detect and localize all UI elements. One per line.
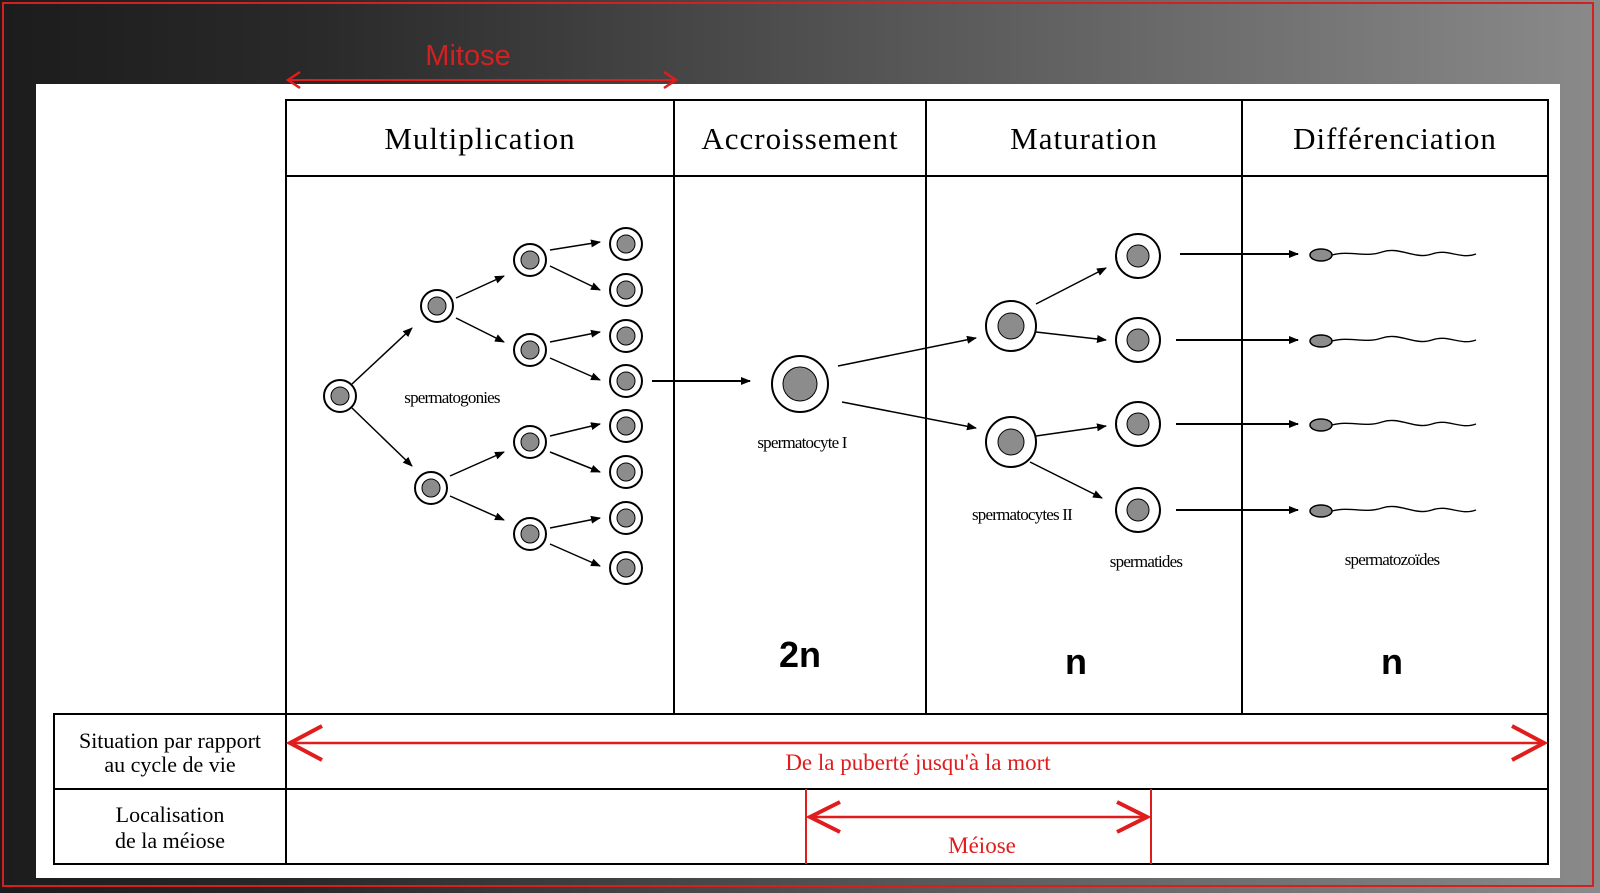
column-header-maturation: Maturation <box>1010 121 1158 156</box>
row-label-situation-line1: Situation par rapport <box>79 728 261 753</box>
spermatozoid-4 <box>1309 504 1477 518</box>
cell-spermatide-4 <box>1115 487 1161 533</box>
arrows-to-spermatocytes-2 <box>837 335 977 431</box>
mitose-arrow-left-head <box>285 70 301 90</box>
mitose-arrow-right-head <box>663 70 679 90</box>
meiose-bracket <box>805 789 1152 864</box>
cell-spermatide-1 <box>1115 233 1161 279</box>
spermatozoid-3 <box>1309 418 1477 432</box>
cell-spermatogonie-l2-2 <box>513 333 547 367</box>
column-header-multiplication: Multiplication <box>384 121 575 156</box>
cell-spermatogonie-l2-4 <box>513 517 547 551</box>
meiose-value: Méiose <box>948 833 1016 858</box>
ploidy-maturation: n <box>1065 641 1087 682</box>
cell-spermatogonie-l1-top <box>420 289 454 323</box>
cell-spermatogonie-l3-7 <box>609 501 643 535</box>
ploidy-accroissement: 2n <box>779 634 821 675</box>
label-spermatogonies: spermatogonies <box>404 388 500 407</box>
label-spermatozoides: spermatozoïdes <box>1345 550 1440 569</box>
diagram-panel <box>36 84 1560 878</box>
label-spermatides: spermatides <box>1110 552 1183 571</box>
cell-spermatogonie-l3-5 <box>609 409 643 443</box>
column-header-accroissement: Accroissement <box>701 121 898 156</box>
cell-spermatogonie-l3-2 <box>609 273 643 307</box>
cell-spermatocyte-2-top <box>985 300 1037 352</box>
cell-spermatogonie-l2-1 <box>513 243 547 277</box>
cell-spermatogonie-l3-6 <box>609 455 643 489</box>
label-spermatocytes-2: spermatocytes II <box>972 505 1073 524</box>
row-label-localisation-line1: Localisation <box>116 802 225 827</box>
cell-spermatide-2 <box>1115 317 1161 363</box>
cell-spermatogonie-root <box>323 379 357 413</box>
table-grid <box>53 99 1549 865</box>
ploidy-differenciation: n <box>1381 641 1403 682</box>
spermatozoid-1 <box>1309 248 1477 262</box>
cell-spermatogonie-l3-4 <box>609 364 643 398</box>
cell-spermatocyte-2-bottom <box>985 416 1037 468</box>
label-spermatocyte-1: spermatocyte I <box>757 433 847 452</box>
row-label-localisation-line2: de la méiose <box>115 828 225 853</box>
cell-spermatogonie-l3-1 <box>609 227 643 261</box>
cell-spermatocyte-1 <box>771 355 829 413</box>
cell-spermatogonie-l1-bottom <box>414 471 448 505</box>
cell-spermatogonie-l3-8 <box>609 551 643 585</box>
column-header-differenciation: Différenciation <box>1293 121 1497 156</box>
row-label-situation-line2: au cycle de vie <box>104 752 235 777</box>
spermatogonies-tree <box>351 239 751 567</box>
cell-spermatogonie-l3-3 <box>609 319 643 353</box>
cell-spermatogonie-l2-3 <box>513 425 547 459</box>
spermatozoid-2 <box>1309 334 1477 348</box>
spermatogonie-cells <box>323 227 643 585</box>
cell-spermatide-3 <box>1115 401 1161 447</box>
situation-arrow <box>285 724 1549 762</box>
situation-value: De la puberté jusqu'à la mort <box>785 750 1051 775</box>
mitose-label: Mitose <box>425 40 510 72</box>
arrows-to-spermatides <box>1029 267 1107 499</box>
arrows-to-spermatozoides <box>1176 250 1299 514</box>
